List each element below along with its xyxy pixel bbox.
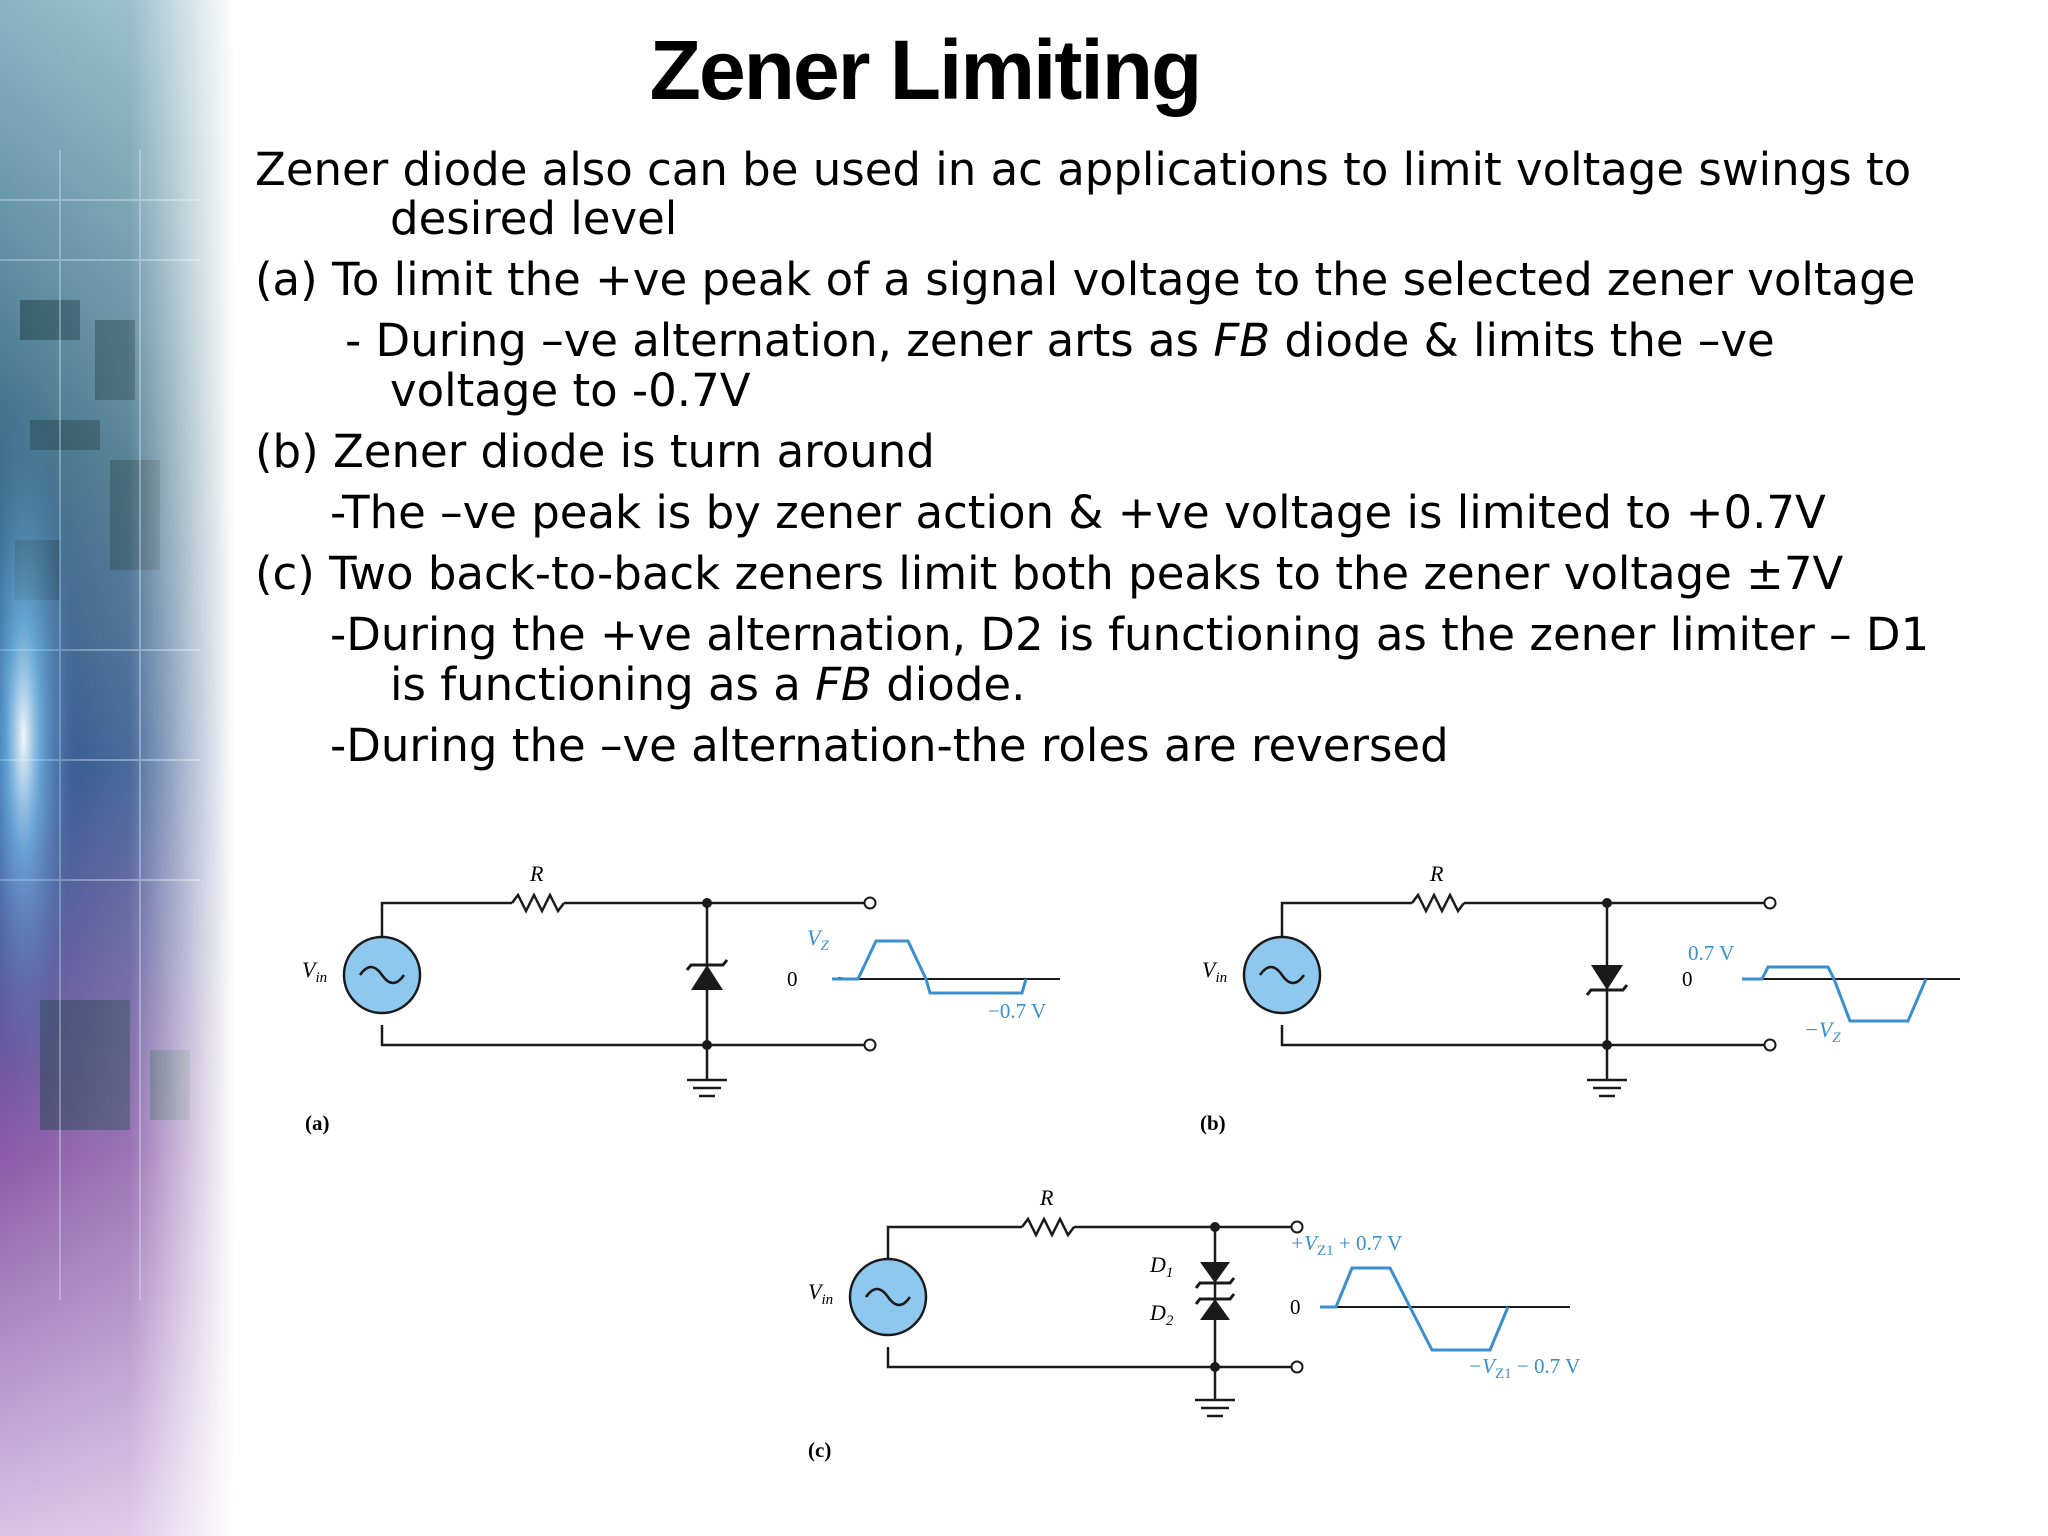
text-line: Zener diode also can be used in ac appli… <box>255 143 1912 196</box>
text-emphasis: FB <box>1213 314 1271 367</box>
text-segment: - During –ve alternation, zener arts as <box>345 314 1214 367</box>
zero-label: 0 <box>787 967 798 991</box>
circuit-figure-b: Vin R 0 0.7 V −VZ (b) <box>1200 861 1960 1135</box>
output-waveform: 0 VZ −0.7 V <box>787 925 1060 1023</box>
decorative-sidebar-image <box>0 0 235 1536</box>
figure-tag: (b) <box>1200 1111 1226 1135</box>
source-label: Vin <box>1202 957 1227 986</box>
slide-title: Zener Limiting <box>649 23 1203 117</box>
text-line: -The –ve peak is by zener action & +ve v… <box>330 486 1826 539</box>
figure-tag: (c) <box>808 1438 831 1462</box>
resistor-symbol <box>1411 892 1465 914</box>
text-segment: is functioning as a <box>390 658 816 711</box>
resistor-symbol <box>1021 1216 1075 1238</box>
peak-top-label: 0.7 V <box>1688 941 1734 965</box>
text-line: -During the –ve alternation-the roles ar… <box>330 719 1449 772</box>
text-line: (b) Zener diode is turn around <box>255 425 935 478</box>
figure-tag: (a) <box>305 1111 330 1135</box>
resistor-label: R <box>529 861 544 886</box>
text-segment: diode. <box>871 658 1026 711</box>
output-waveform: 0 +VZ1 + 0.7 V −VZ1 − 0.7 V <box>1290 1231 1580 1382</box>
zener-diode-symbol <box>1585 965 1629 996</box>
peak-bottom-label: −0.7 V <box>988 999 1046 1023</box>
text-line: - During –ve alternation, zener arts as … <box>345 318 1775 363</box>
output-waveform: 0 0.7 V −VZ <box>1682 941 1960 1046</box>
zener-diode-d2-symbol <box>1194 1293 1236 1320</box>
circuit-figure-a: Vin R 0 VZ −0.7 V (a) <box>302 861 1060 1135</box>
resistor-symbol <box>511 892 565 914</box>
text-line: voltage to -0.7V <box>390 364 751 417</box>
text-line: (a) To limit the +ve peak of a signal vo… <box>255 253 1916 306</box>
zero-label: 0 <box>1682 967 1693 991</box>
text-line: desired level <box>390 192 678 245</box>
text-line: (c) Two back-to-back zeners limit both p… <box>255 547 1844 600</box>
peak-bottom-label: −VZ <box>1804 1017 1841 1046</box>
peak-bottom-label: −VZ1 − 0.7 V <box>1468 1354 1580 1382</box>
source-label: Vin <box>808 1279 833 1308</box>
d2-label: D2 <box>1149 1300 1174 1329</box>
circuit-figure-c: D1 D2 Vin R 0 +VZ1 + 0.7 V −VZ1 − 0.7 V … <box>808 1185 1580 1462</box>
zero-label: 0 <box>1290 1295 1301 1319</box>
d1-label: D1 <box>1149 1252 1173 1281</box>
text-emphasis: FB <box>815 658 872 711</box>
text-line: -During the +ve alternation, D2 is funct… <box>330 608 1930 661</box>
peak-top-label: +VZ1 + 0.7 V <box>1290 1231 1402 1259</box>
zener-diode-symbol <box>685 959 729 990</box>
resistor-label: R <box>1039 1185 1054 1210</box>
peak-top-label: VZ <box>807 925 829 954</box>
resistor-label: R <box>1429 861 1444 886</box>
source-label: Vin <box>302 957 327 986</box>
text-line: is functioning as a FB diode. <box>390 662 1025 707</box>
text-segment: diode & limits the –ve <box>1270 314 1775 367</box>
zener-diode-d1-symbol <box>1194 1262 1236 1289</box>
